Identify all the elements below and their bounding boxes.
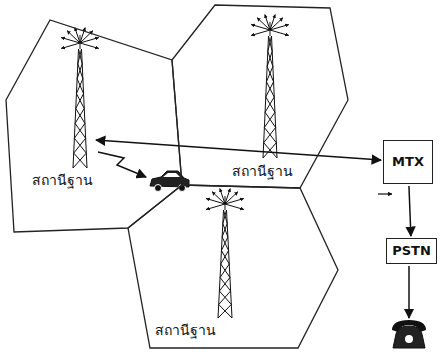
radio-link [98, 152, 146, 177]
switch-box: MTX [383, 140, 433, 184]
tower-strut [79, 49, 83, 64]
tower-strut [221, 251, 229, 265]
tower-strut [219, 291, 231, 305]
tower-strut [264, 128, 276, 143]
tower-strut [265, 112, 276, 127]
cell-hexagon: สถานีฐาน [6, 20, 182, 232]
tower-strut [74, 123, 85, 138]
cell-hexagon: สถานีฐาน [128, 185, 338, 348]
tower-strut [75, 109, 84, 124]
tower-strut [222, 237, 228, 251]
station-label: สถานีฐาน [155, 322, 216, 339]
tower-strut [75, 123, 86, 138]
box-label: PSTN [392, 243, 431, 259]
tower-strut [267, 67, 273, 82]
hexagon-outline [172, 5, 348, 188]
tower-strut [220, 278, 231, 292]
tower-strut [76, 94, 84, 109]
antenna-ray [225, 204, 244, 209]
tower-strut [74, 153, 87, 168]
mtx-tick [378, 193, 392, 194]
telephone-icon [392, 320, 426, 348]
tower-strut [77, 79, 83, 94]
antenna-ray [225, 199, 244, 204]
tower-strut [74, 138, 86, 153]
antenna-ray [265, 15, 270, 30]
tower-strut [219, 305, 232, 319]
tower-strut [74, 138, 86, 153]
tower-strut [220, 264, 229, 278]
tower-symbol [61, 28, 99, 168]
tower-strut [221, 264, 230, 278]
antenna-ray [80, 43, 99, 48]
cell-hexagon: สถานีฐาน [172, 5, 348, 188]
tower-strut [264, 128, 276, 143]
tower-strut [263, 143, 276, 158]
station-label: สถานีฐาน [32, 172, 93, 189]
tower-strut [224, 210, 228, 224]
tower-strut [266, 82, 274, 97]
tower-strut [268, 36, 272, 51]
tower-strut [266, 67, 272, 82]
tower-strut [264, 112, 275, 127]
antenna-ray [270, 30, 289, 35]
tower-strut [219, 278, 230, 292]
tower-strut [222, 224, 227, 238]
antenna-ray [251, 30, 270, 35]
car-icon [150, 171, 189, 192]
tower-strut [266, 97, 275, 112]
tower-strut [218, 305, 231, 319]
tower-strut [78, 49, 82, 64]
antenna-ray [220, 189, 225, 204]
tower-strut [265, 97, 274, 112]
tower-strut [223, 210, 227, 224]
tower-strut [219, 291, 231, 305]
box-label: MTX [392, 154, 424, 170]
antenna-ray [61, 43, 80, 48]
antenna-ray [206, 204, 225, 209]
tower-strut [267, 51, 272, 66]
tower-strut [73, 153, 86, 168]
tower-strut [78, 64, 83, 79]
tower-strut [76, 94, 84, 109]
tower-symbol [251, 15, 289, 158]
antenna-ray [270, 25, 289, 30]
tower-strut [221, 237, 227, 251]
tower-strut [264, 143, 277, 158]
line-to-phone [408, 266, 410, 318]
tower-strut [221, 251, 229, 265]
station-label: สถานีฐาน [232, 163, 293, 180]
link-arrow [409, 186, 411, 236]
hexagon-outline [6, 20, 182, 232]
tower-strut [269, 36, 273, 51]
tower-symbol [206, 189, 244, 318]
tower-strut [76, 79, 82, 94]
antenna-ray [80, 38, 99, 43]
tower-strut [266, 82, 274, 97]
network-box: PSTN [386, 238, 437, 264]
tower-strut [76, 109, 85, 124]
tower-strut [77, 64, 82, 79]
link-arrow [96, 140, 381, 160]
tower-strut [268, 51, 273, 66]
tower-strut [223, 224, 228, 238]
